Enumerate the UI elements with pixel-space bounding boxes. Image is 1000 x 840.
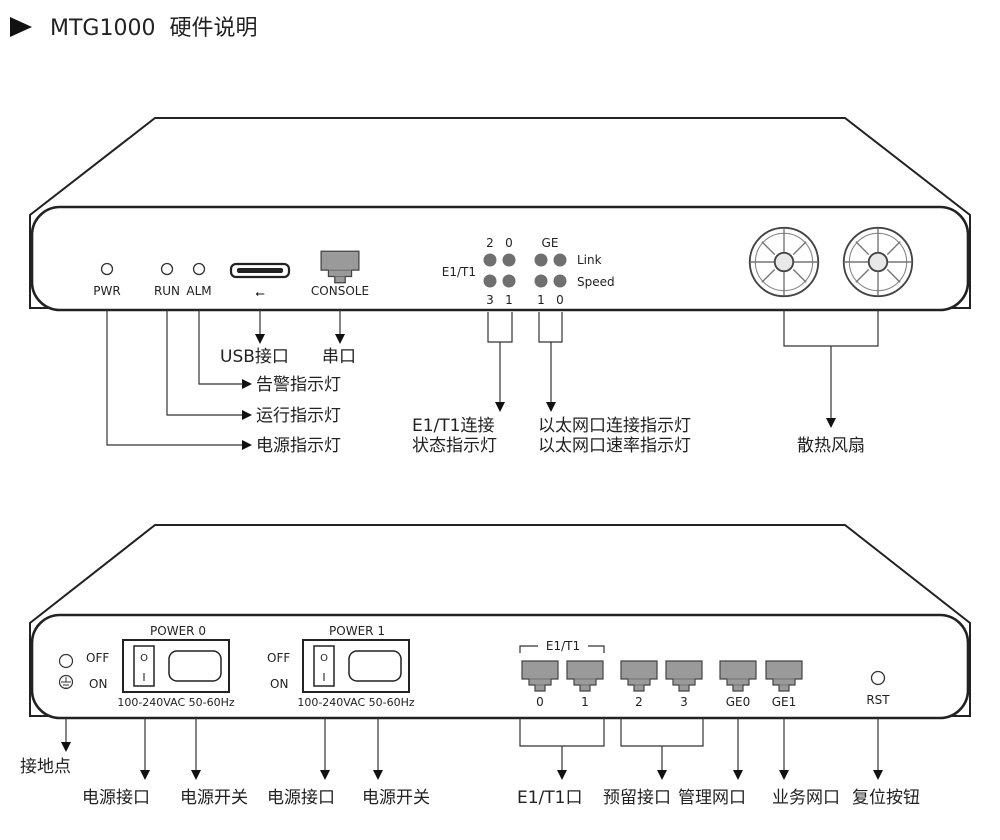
power1-switch-icon <box>313 645 335 687</box>
service-port-callout: 业务网口 <box>772 788 840 808</box>
usb-symbol: ⭠ <box>255 286 265 300</box>
alarm-led-callout: 告警指示灯 <box>256 375 341 395</box>
ge-led-dot <box>553 274 567 288</box>
ge-led-bottom-1: 1 <box>537 293 545 307</box>
fan-callout: 散热风扇 <box>797 436 865 456</box>
power-port-1-callout: 电源接口 <box>267 788 335 808</box>
off-label-right: OFF <box>267 651 290 665</box>
power1-rating: 100-240VAC 50-60Hz <box>297 696 415 709</box>
rst-label: RST <box>866 693 890 707</box>
power0-switch-icon <box>133 645 155 687</box>
ground-callout: 接地点 <box>20 757 71 777</box>
alm-led-icon <box>192 262 206 276</box>
pwr-led-icon <box>100 262 114 276</box>
ground-point-icon <box>58 653 74 669</box>
port-2-label: 2 <box>635 695 643 709</box>
ge-led-label: GE <box>542 236 559 250</box>
ge0-label: GE0 <box>726 695 751 709</box>
on-label-left: ON <box>89 677 107 691</box>
e1-led-side-label: E1/T1 <box>442 265 476 279</box>
run-led-icon <box>160 262 174 276</box>
serial-callout: 串口 <box>322 347 356 367</box>
ge-led-dot <box>534 274 548 288</box>
on-label-right: ON <box>270 677 288 691</box>
ge-led-dot <box>534 253 548 267</box>
link-label: Link <box>577 253 602 267</box>
power-port-0-callout: 电源接口 <box>82 788 150 808</box>
alm-led-label: ALM <box>186 284 211 298</box>
power1-switch-on: I <box>322 671 325 684</box>
pwr-led-label: PWR <box>93 284 120 298</box>
power0-label: POWER 0 <box>150 624 206 638</box>
e1-led-top-2: 2 <box>486 236 494 250</box>
eth-led-callout-line2: 以太网口速率指示灯 <box>538 436 691 456</box>
e1-led-bottom-1: 1 <box>505 293 513 307</box>
e1-led-callout-line2: 状态指示灯 <box>412 436 497 456</box>
e1-led-dot <box>483 274 497 288</box>
title-triangle-icon <box>10 17 32 37</box>
e1-led-bottom-3: 3 <box>486 293 494 307</box>
console-label: CONSOLE <box>311 284 369 298</box>
reserved-port-callout: 预留接口 <box>603 788 671 808</box>
fan-icon <box>842 226 914 298</box>
power0-switch-off: O <box>140 653 148 664</box>
power-switch-1-callout: 电源开关 <box>362 788 430 808</box>
run-led-label: RUN <box>154 284 180 298</box>
fan-icon <box>748 226 820 298</box>
power1-socket-icon <box>348 650 402 682</box>
reset-button-icon <box>870 670 886 686</box>
mgmt-port-callout: 管理网口 <box>678 788 746 808</box>
power0-socket-icon <box>168 650 222 682</box>
run-led-callout: 运行指示灯 <box>256 406 341 426</box>
e1-group-label: E1/T1 <box>546 639 580 653</box>
e1-led-dot <box>502 253 516 267</box>
rear-leader-lines <box>61 718 883 780</box>
port-0-label: 0 <box>536 695 544 709</box>
power0-switch-on: I <box>142 671 145 684</box>
port-1-label: 1 <box>581 695 589 709</box>
page-title: MTG1000 硬件说明 <box>50 16 257 41</box>
off-label-left: OFF <box>86 651 109 665</box>
e1-led-dot <box>483 253 497 267</box>
e1-led-dot <box>502 274 516 288</box>
ge1-label: GE1 <box>772 695 797 709</box>
reset-button-callout: 复位按钮 <box>852 788 920 808</box>
ge-led-bottom-0: 0 <box>556 293 564 307</box>
ge-led-dot <box>553 253 567 267</box>
power-led-callout: 电源指示灯 <box>256 436 341 456</box>
front-device <box>29 117 971 312</box>
power0-rating: 100-240VAC 50-60Hz <box>117 696 235 709</box>
e1-led-callout-line1: E1/T1连接 <box>412 416 495 436</box>
e1-led-top-0: 0 <box>505 236 513 250</box>
eth-led-callout-line1: 以太网口连接指示灯 <box>538 416 691 436</box>
front-leader-lines <box>106 310 879 450</box>
usb-callout: USB接口 <box>220 347 289 367</box>
power-switch-0-callout: 电源开关 <box>180 788 248 808</box>
speed-label: Speed <box>577 275 615 289</box>
port-3-label: 3 <box>680 695 688 709</box>
power1-label: POWER 1 <box>329 624 385 638</box>
e1-port-callout: E1/T1口 <box>517 788 583 808</box>
power1-switch-off: O <box>320 653 328 664</box>
